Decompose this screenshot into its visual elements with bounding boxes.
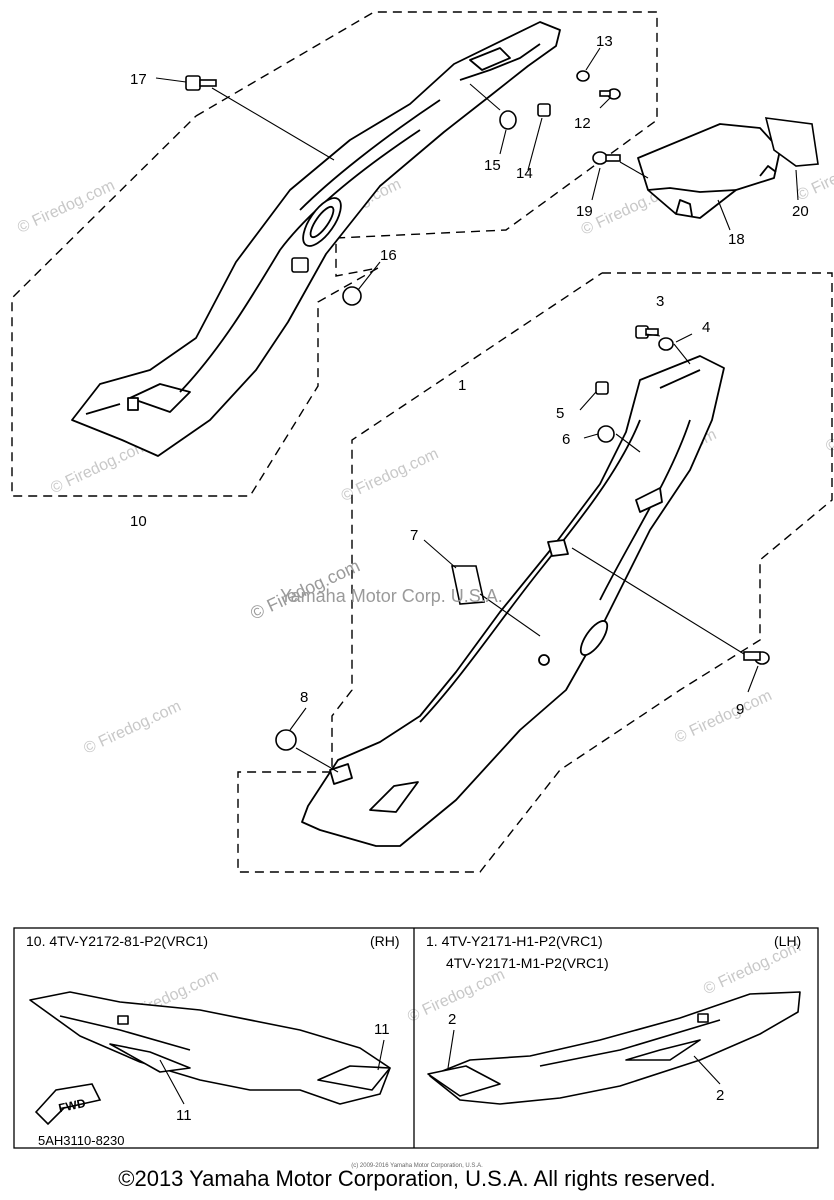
group-outline-10: [11, 11, 658, 497]
rh-part-line: 10. 4TV-Y2172-81-P2(VRC1): [26, 933, 208, 949]
callout-2b: 2: [716, 1087, 724, 1104]
fwd-label: FWD: [57, 1096, 87, 1115]
callout-3: 3: [656, 293, 664, 310]
leader-lines: [155, 47, 799, 773]
copyright-notice: ©2013 Yamaha Motor Corporation, U.S.A. A…: [118, 1166, 716, 1191]
callout-6: 6: [562, 431, 570, 448]
center-watermark-owner: Yamaha Motor Corp. U.S.A.: [280, 586, 503, 606]
clip-part-16b: [291, 257, 309, 273]
drawing-number: 5AH3110-8230: [38, 1133, 125, 1148]
callout-20: 20: [792, 203, 809, 220]
callout-14: 14: [516, 165, 533, 182]
screw-part-19: [592, 151, 621, 165]
callout-15: 15: [484, 157, 501, 174]
callout-2a: 2: [448, 1011, 456, 1028]
callout-13: 13: [596, 33, 613, 50]
rh-side-label: (RH): [370, 933, 400, 949]
watermark-text: © Firedog.com: [339, 445, 441, 505]
lh-cover-view: [427, 991, 801, 1105]
fasteners: [185, 70, 770, 751]
callout-9: 9: [736, 701, 744, 718]
lh-side-label: (LH): [774, 933, 801, 949]
callout-11b: 11: [176, 1107, 192, 1124]
callout-18: 18: [728, 231, 745, 248]
watermark-text: © Firedog.com: [81, 698, 183, 758]
callout-10: 10: [130, 513, 147, 530]
lh-part-line-2: 4TV-Y2171-M1-P2(VRC1): [446, 955, 609, 971]
emblem-part-20: [764, 117, 819, 167]
grommet-part-15: [499, 110, 517, 130]
washer-part-13: [576, 70, 590, 82]
callout-17: 17: [130, 71, 147, 88]
lh-part-line-1: 1. 4TV-Y2171-H1-P2(VRC1): [426, 933, 603, 949]
group-outline-1: [237, 272, 833, 873]
callout-16: 16: [380, 247, 397, 264]
rh-cover-view: [29, 991, 391, 1105]
screw-part-12: [599, 88, 621, 100]
nut-part-5: [595, 381, 609, 395]
grommet-part-8: [275, 729, 297, 751]
cowl-cover-part-18: [637, 123, 781, 219]
bolt-part-17: [185, 75, 217, 91]
side-cover-rh-part-10: [71, 21, 561, 457]
washer-part-4: [658, 337, 674, 351]
callout-19: 19: [576, 203, 593, 220]
bolt-part-3: [635, 325, 659, 339]
reference-panels: 10. 4TV-Y2172-81-P2(VRC1) (RH) FWD 11 11…: [13, 927, 819, 1149]
fine-print: (c) 2009-2016 Yamaha Motor Corporation, …: [351, 1163, 483, 1169]
watermark-text: © Firedog.com: [15, 177, 117, 237]
callout-7: 7: [410, 527, 418, 544]
side-cover-lh-part-1: [301, 355, 725, 847]
watermark-text: © Firedog.com: [672, 687, 774, 747]
screw-part-9: [743, 651, 770, 665]
callout-1: 1: [458, 377, 466, 394]
callout-4: 4: [702, 319, 710, 336]
fwd-arrow: FWD: [34, 1083, 102, 1126]
callout-11a: 11: [374, 1021, 390, 1038]
callout-labels: 17 13 12 15 14 16 19 18 20 3 4 1 5 6 7 9…: [130, 33, 809, 718]
callout-8: 8: [300, 689, 308, 706]
grommet-part-6: [597, 425, 615, 443]
callout-5: 5: [556, 405, 564, 422]
callout-12: 12: [574, 115, 591, 132]
grommet-part-16: [342, 286, 362, 306]
nut-part-14: [537, 103, 551, 117]
label-part-7: [451, 565, 485, 605]
